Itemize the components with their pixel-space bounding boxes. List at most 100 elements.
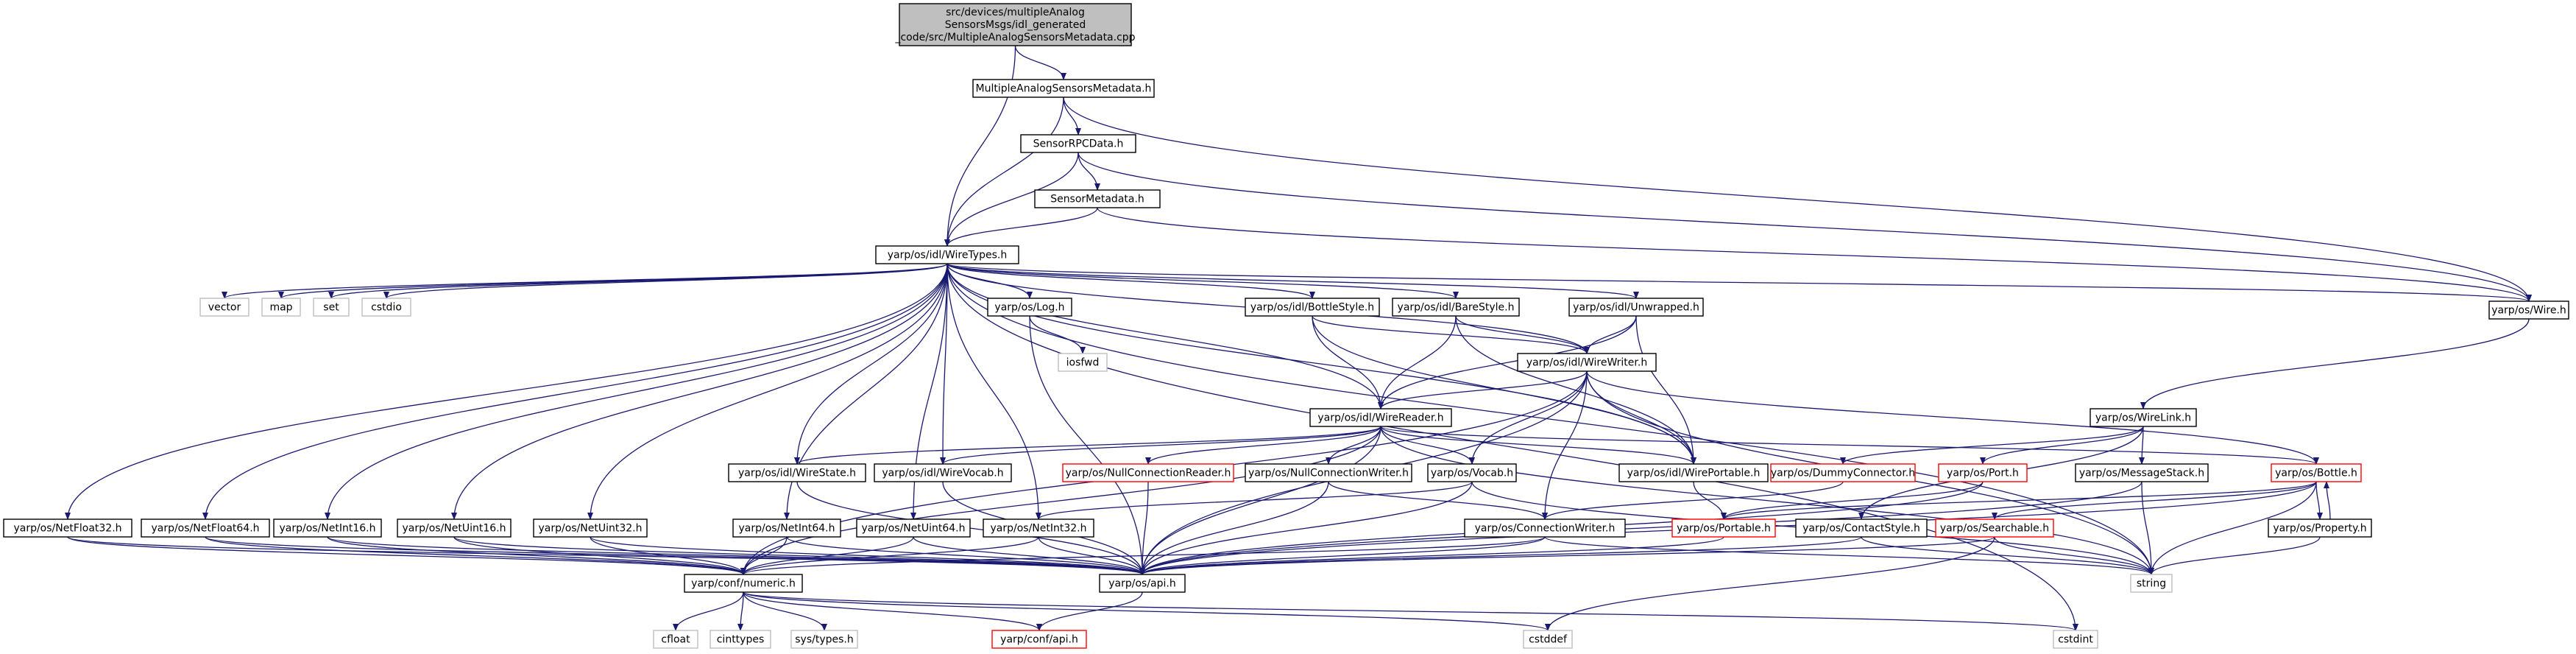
node-box-netuint32 bbox=[533, 518, 648, 538]
edge-msgstack-to-api bbox=[1139, 481, 2142, 575]
node-cstdint[interactable]: cstdint bbox=[2053, 630, 2098, 649]
node-contactstyle[interactable]: yarp/os/ContactStyle.h bbox=[1795, 518, 1928, 538]
node-vocab[interactable]: yarp/os/Vocab.h bbox=[1427, 463, 1517, 482]
edge-port-to-portable bbox=[1721, 481, 1984, 520]
node-wire[interactable]: yarp/os/Wire.h bbox=[2488, 300, 2569, 320]
node-wirewriter[interactable]: yarp/os/idl/WireWriter.h bbox=[1517, 353, 1657, 372]
node-netuint64[interactable]: yarp/os/NetUint64.h bbox=[856, 518, 971, 538]
node-api[interactable]: yarp/os/api.h bbox=[1099, 574, 1186, 593]
node-box-wirereader bbox=[1309, 408, 1452, 427]
node-barestyle[interactable]: yarp/os/idl/BareStyle.h bbox=[1392, 298, 1520, 317]
node-box-set bbox=[313, 298, 350, 317]
node-box-netfloat32 bbox=[3, 518, 132, 538]
node-connwriter[interactable]: yarp/os/ConnectionWriter.h bbox=[1464, 518, 1626, 538]
node-vector[interactable]: vector bbox=[199, 298, 250, 317]
node-nullconnreader[interactable]: yarp/os/NullConnectionReader.h bbox=[1062, 463, 1234, 482]
node-netint16[interactable]: yarp/os/NetInt16.h bbox=[273, 518, 382, 538]
edge-unwrapped-to-wirewriter bbox=[1584, 315, 1637, 354]
node-box-connwriter bbox=[1464, 518, 1626, 538]
node-box-bottle bbox=[2271, 463, 2362, 482]
node-map[interactable]: map bbox=[261, 298, 301, 317]
node-box-netfloat64 bbox=[141, 518, 270, 538]
node-label-barestyle: yarp/os/idl/BareStyle.h bbox=[1398, 302, 1515, 314]
edge-wiretypes-to-string bbox=[946, 263, 2154, 575]
node-set[interactable]: set bbox=[313, 298, 350, 317]
edge-wirelink-to-port bbox=[1980, 426, 2144, 465]
edge-searchable-to-api bbox=[1139, 536, 1995, 575]
node-numeric[interactable]: yarp/conf/numeric.h bbox=[684, 574, 803, 593]
node-portable[interactable]: yarp/os/Portable.h bbox=[1671, 518, 1776, 538]
edge-wiretypes-to-bottlestyle bbox=[946, 263, 1315, 299]
node-cfloat[interactable]: cfloat bbox=[653, 630, 698, 649]
node-label-bottle: yarp/os/Bottle.h bbox=[2275, 468, 2357, 479]
node-label-wirevocab: yarp/os/idl/WireVocab.h bbox=[882, 468, 1003, 479]
node-cstdio[interactable]: cstdio bbox=[361, 298, 411, 317]
node-string[interactable]: string bbox=[2130, 574, 2173, 593]
node-label-netuint32: yarp/os/NetUint32.h bbox=[538, 523, 642, 535]
node-label-iosfwd: iosfwd bbox=[1066, 357, 1100, 369]
node-sensorrpc[interactable]: SensorRPCData.h bbox=[1020, 134, 1136, 153]
node-unwrapped[interactable]: yarp/os/idl/Unwrapped.h bbox=[1568, 298, 1704, 317]
node-log[interactable]: yarp/os/Log.h bbox=[987, 298, 1072, 317]
node-port[interactable]: yarp/os/Port.h bbox=[1938, 463, 2028, 482]
node-label-sensorrpc: SensorRPCData.h bbox=[1033, 138, 1124, 150]
node-netint64[interactable]: yarp/os/NetInt64.h bbox=[732, 518, 841, 538]
edge-netuint64-to-numeric bbox=[740, 536, 914, 575]
node-box-wirestate bbox=[728, 463, 866, 482]
node-box-numeric bbox=[684, 574, 803, 593]
node-box-nullconnreader bbox=[1062, 463, 1234, 482]
node-label-wirelink: yarp/os/WireLink.h bbox=[2095, 412, 2191, 424]
edge-numeric-to-cinttypes bbox=[737, 591, 744, 631]
edge-numeric-to-systypes bbox=[743, 591, 827, 631]
edge-wirereader-to-wireportable bbox=[1380, 426, 1696, 465]
node-wirevocab[interactable]: yarp/os/idl/WireVocab.h bbox=[874, 463, 1012, 482]
node-bottlestyle[interactable]: yarp/os/idl/BottleStyle.h bbox=[1245, 298, 1380, 317]
edge-wirewriter-to-vocab bbox=[1469, 370, 1588, 465]
node-cstddef[interactable]: cstddef bbox=[1523, 630, 1573, 649]
node-iosfwd[interactable]: iosfwd bbox=[1058, 353, 1108, 372]
node-box-wirewriter bbox=[1517, 353, 1657, 372]
edge-wiretypes-to-netfloat32 bbox=[65, 263, 948, 520]
node-label-port: yarp/os/Port.h bbox=[1947, 468, 2019, 479]
edge-wirelink-to-msgstack bbox=[2139, 426, 2145, 465]
edge-searchable-to-string bbox=[1994, 536, 2154, 575]
node-label-netint64: yarp/os/NetInt64.h bbox=[738, 523, 835, 535]
edge-unwrapped-to-wireportable bbox=[1635, 315, 1696, 465]
node-label-msgstack: yarp/os/MessageStack.h bbox=[2079, 468, 2204, 479]
node-netfloat32[interactable]: yarp/os/NetFloat32.h bbox=[3, 518, 132, 538]
node-property[interactable]: yarp/os/Property.h bbox=[2268, 518, 2372, 538]
node-searchable[interactable]: yarp/os/Searchable.h bbox=[1935, 518, 2054, 538]
node-systypes[interactable]: sys/types.h bbox=[790, 630, 858, 649]
node-wireportable[interactable]: yarp/os/idl/WirePortable.h bbox=[1618, 463, 1769, 482]
node-box-netuint16 bbox=[397, 518, 512, 538]
edge-nullconnreader-to-api bbox=[1139, 481, 1149, 575]
edge-root-to-masm_h bbox=[1014, 45, 1066, 80]
node-wirestate[interactable]: yarp/os/idl/WireState.h bbox=[728, 463, 866, 482]
edge-searchable-to-cstddef bbox=[1545, 536, 1995, 631]
node-wirelink[interactable]: yarp/os/WireLink.h bbox=[2090, 408, 2197, 427]
edge-property-to-string bbox=[2148, 536, 2321, 575]
node-netuint16[interactable]: yarp/os/NetUint16.h bbox=[397, 518, 512, 538]
node-netuint32[interactable]: yarp/os/NetUint32.h bbox=[533, 518, 648, 538]
node-label-api: yarp/os/api.h bbox=[1108, 578, 1175, 590]
node-bottle[interactable]: yarp/os/Bottle.h bbox=[2271, 463, 2362, 482]
node-netint32[interactable]: yarp/os/NetInt32.h bbox=[983, 518, 1094, 538]
node-masm_h[interactable]: MultipleAnalogSensorsMetadata.h bbox=[972, 79, 1155, 98]
edge-wiretypes-to-cstdio bbox=[383, 263, 948, 299]
node-msgstack[interactable]: yarp/os/MessageStack.h bbox=[2075, 463, 2209, 482]
node-wiretypes[interactable]: yarp/os/idl/WireTypes.h bbox=[875, 245, 1019, 264]
edge-numeric-to-confapi bbox=[743, 591, 1042, 631]
edge-connwriter-to-api bbox=[1139, 536, 1546, 575]
node-nullconnwriter[interactable]: yarp/os/NullConnectionWriter.h bbox=[1245, 463, 1412, 482]
edge-netint16-to-api bbox=[327, 536, 1145, 575]
node-cinttypes[interactable]: cinttypes bbox=[710, 630, 771, 649]
node-dummyconn[interactable]: yarp/os/DummyConnector.h bbox=[1770, 463, 1916, 482]
node-label-cfloat: cfloat bbox=[661, 634, 690, 646]
node-confapi[interactable]: yarp/conf/api.h bbox=[991, 630, 1087, 649]
node-wirereader[interactable]: yarp/os/idl/WireReader.h bbox=[1309, 408, 1452, 427]
edge-bottle-to-searchable bbox=[1992, 481, 2317, 520]
node-sensormeta[interactable]: SensorMetadata.h bbox=[1034, 189, 1161, 208]
node-box-property bbox=[2268, 518, 2372, 538]
node-label-netfloat64: yarp/os/NetFloat64.h bbox=[151, 523, 259, 535]
node-netfloat64[interactable]: yarp/os/NetFloat64.h bbox=[141, 518, 270, 538]
